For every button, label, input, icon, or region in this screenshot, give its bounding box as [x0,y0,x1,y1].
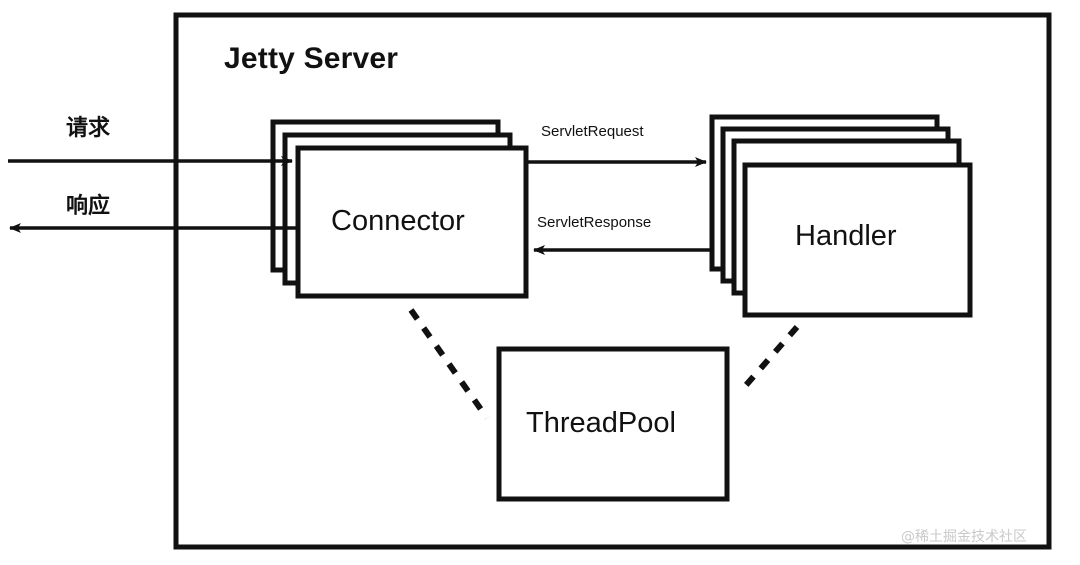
threadpool-label: ThreadPool [526,407,676,439]
outbound-response-label: 响应 [66,194,111,219]
page-title: Jetty Server [224,42,399,75]
connector-label: Connector [331,205,465,237]
servlet-response-label: ServletResponse [537,214,652,231]
connector-box[interactable] [295,145,529,299]
servlet-request-label: ServletRequest [541,123,644,140]
handler-label: Handler [795,220,897,252]
inbound-request-label: 请求 [66,116,111,141]
handler-box[interactable] [742,162,973,318]
threadpool-box[interactable] [496,346,730,502]
handler-threadpool-link [737,325,800,394]
connector-stack[interactable] [270,119,529,299]
handler-stack[interactable] [709,114,973,318]
connector-threadpool-link [408,308,490,420]
watermark: @稀土掘金技术社区 [901,529,1027,545]
